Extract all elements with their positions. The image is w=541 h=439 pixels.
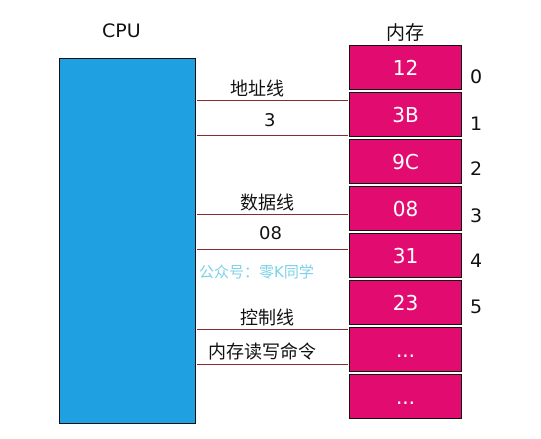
memory-cell-1: 3B	[349, 92, 462, 137]
memory-cell-0: 12	[349, 45, 462, 90]
memory-cell-4: 31	[349, 233, 462, 278]
address-5: 5	[470, 296, 483, 318]
data-bus-label: 数据线	[240, 193, 294, 214]
memory-cell-6: ...	[349, 327, 462, 372]
memory-cell-7: ...	[349, 374, 462, 419]
memory-cell-3: 08	[349, 186, 462, 231]
memory-cell-2: 9C	[349, 139, 462, 184]
address-bus-line-top	[197, 100, 348, 101]
address-4: 4	[470, 250, 483, 272]
memory-cell-5: 23	[349, 280, 462, 325]
address-bus-value: 3	[264, 110, 276, 131]
control-bus-value: 内存读写命令	[208, 342, 316, 363]
address-1: 1	[470, 113, 483, 135]
address-3: 3	[470, 205, 483, 227]
watermark-text: 公众号：零K同学	[199, 263, 314, 281]
data-bus-value: 08	[259, 223, 282, 244]
data-bus-line-bottom	[197, 249, 348, 250]
control-bus-line-bottom	[197, 364, 348, 365]
cpu-label: CPU	[102, 20, 141, 42]
address-0: 0	[470, 66, 483, 88]
control-bus-label: 控制线	[240, 308, 294, 329]
address-2: 2	[470, 158, 483, 180]
memory-label: 内存	[386, 22, 425, 44]
address-bus-line-bottom	[197, 135, 348, 136]
control-bus-line-top	[197, 329, 348, 330]
address-bus-label: 地址线	[230, 79, 284, 100]
data-bus-line-top	[197, 214, 348, 215]
cpu-block	[59, 58, 196, 424]
